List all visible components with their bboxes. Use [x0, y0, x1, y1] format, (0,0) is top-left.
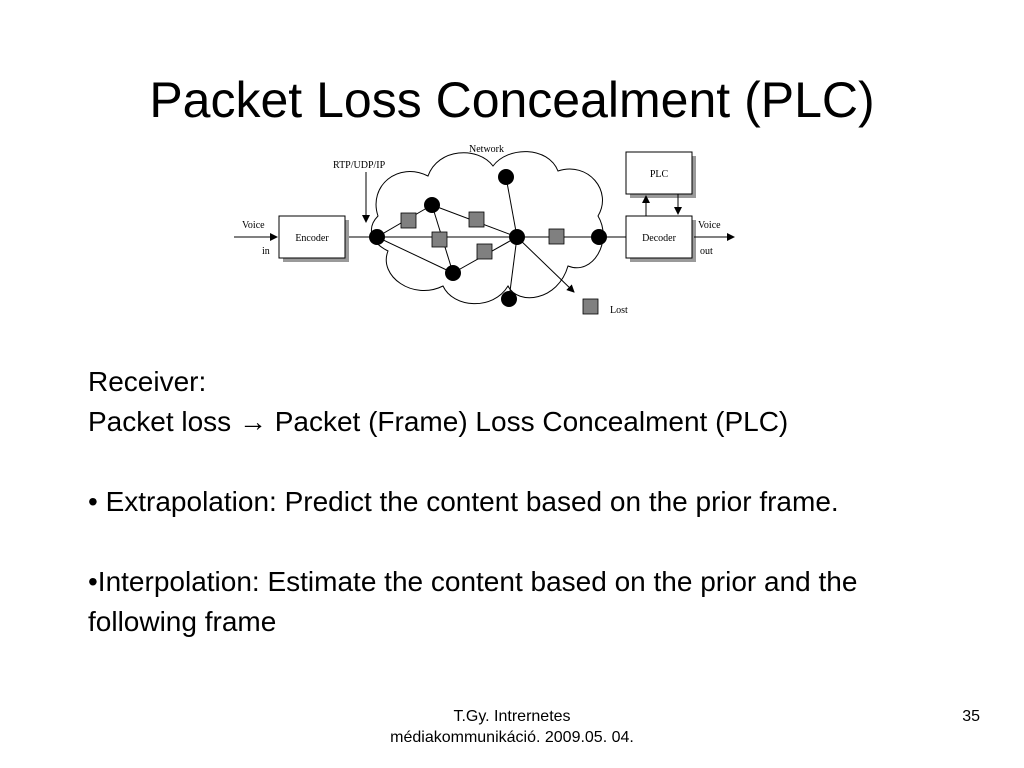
footer-line-2: médiakommunikáció. 2009.05. 04.: [390, 729, 634, 746]
network-node: [591, 229, 607, 245]
plc-label: PLC: [650, 169, 669, 180]
network-node: [369, 229, 385, 245]
network-node: [445, 265, 461, 281]
network-label: Network: [469, 144, 504, 155]
protocol-label: RTP/UDP/IP: [333, 160, 386, 171]
encoder-box: Encoder: [278, 215, 349, 262]
bullet-extrapolation: • Extrapolation: Predict the content bas…: [88, 486, 839, 517]
packet: [468, 211, 485, 228]
slide-body: Receiver: Packet loss → Packet (Frame) L…: [88, 362, 968, 642]
voice-out-label-2: out: [700, 246, 713, 257]
decoder-box: Decoder: [625, 215, 696, 262]
lost-label: Lost: [610, 305, 628, 316]
network-node: [498, 169, 514, 185]
network-node: [509, 229, 525, 245]
packet: [548, 228, 565, 245]
voice-in-label-1: Voice: [242, 220, 265, 231]
slide-title: Packet Loss Concealment (PLC): [149, 72, 875, 128]
packet: [431, 231, 448, 248]
network-node: [424, 197, 440, 213]
footer-line-1: T.Gy. Intrernetes: [453, 708, 571, 725]
page-number: 35: [962, 708, 980, 725]
packet: [476, 243, 493, 260]
voice-in-label-2: in: [262, 246, 270, 257]
receiver-label: Receiver:: [88, 366, 207, 397]
network-links: [349, 176, 626, 300]
footer-text: T.Gy. Intrernetes médiakommunikáció. 200…: [330, 706, 694, 748]
lost-packet: [582, 298, 599, 315]
plc-network-diagram: Encoder Decoder PLC Voice in Voice out R…: [234, 144, 735, 316]
voice-out-label-1: Voice: [698, 220, 721, 231]
receiver-line: Packet loss → Packet (Frame) Loss Concea…: [88, 406, 789, 437]
lost-packet-arrow: [516, 236, 575, 293]
bullet-interpolation: •Interpolation: Estimate the content bas…: [88, 566, 858, 637]
network-node: [501, 291, 517, 307]
encoder-label: Encoder: [295, 233, 329, 244]
plc-box: PLC: [625, 151, 696, 198]
packets: [400, 211, 599, 315]
network-cloud: [370, 151, 604, 305]
packet: [400, 212, 417, 229]
decoder-label: Decoder: [642, 233, 677, 244]
